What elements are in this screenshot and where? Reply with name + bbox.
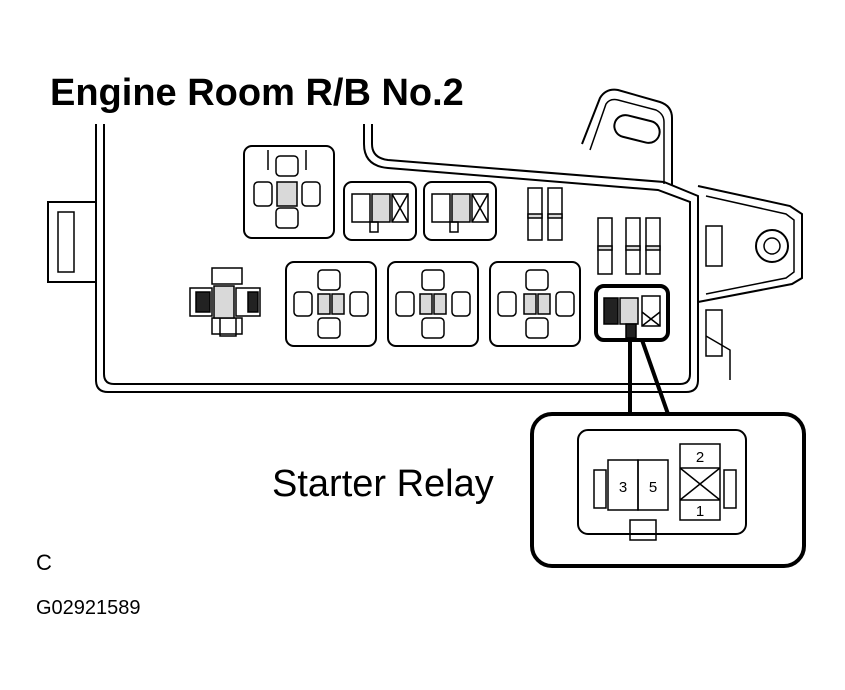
diagram-title: Engine Room R/B No.2 [50, 72, 464, 114]
starter-relay-callout [530, 412, 806, 568]
starter-relay-location [594, 284, 670, 342]
pin-label-2: 2 [696, 449, 704, 466]
view-letter: C [36, 550, 52, 575]
relay-socket-middle-1 [285, 261, 377, 347]
callout-leader [628, 339, 670, 415]
relay-block-housing [47, 88, 803, 393]
relay-socket-middle-2 [387, 261, 479, 347]
figure-code: G02921589 [36, 597, 141, 619]
pin-label-5: 5 [649, 479, 657, 496]
connector-left [189, 267, 261, 337]
relay-socket-small-1 [343, 181, 417, 241]
pin-label-1: 1 [696, 503, 704, 520]
fuse-slots-lower [597, 217, 661, 275]
fuse-slots-upper [527, 187, 563, 241]
callout-label: Starter Relay [272, 463, 494, 505]
relay-socket-top-left [243, 145, 335, 239]
pin-label-3: 3 [619, 479, 627, 496]
relay-socket-small-2 [423, 181, 497, 241]
relay-socket-middle-3 [489, 261, 581, 347]
